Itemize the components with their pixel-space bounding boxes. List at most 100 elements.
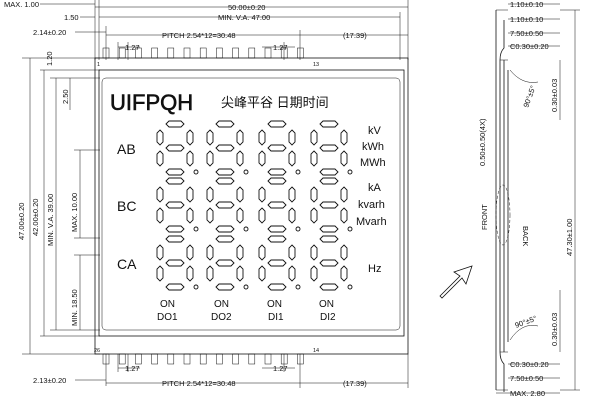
decimal-point [347,226,353,232]
status-do1: DO1 [157,312,178,323]
digit-segment [215,144,235,152]
digit-segment [215,120,235,128]
digit-segment [156,150,164,167]
lcd-glass [98,69,405,337]
digit-r3-c2 [206,235,249,291]
row-label-ab: AB [117,141,136,157]
left-dimensions: 47.00±0.20 42.00±0.20 MIN. V.A. 39.00 1.… [17,51,100,355]
digit-segment [165,144,185,152]
digit-segment [156,207,164,224]
decimal-point [295,169,301,175]
direction-arrow-icon [439,265,473,299]
digit-segment [310,150,318,167]
pin-26-label: 26 [94,348,100,354]
digit-segment [288,186,296,203]
pin-bottom [167,353,175,365]
pin-bottom [232,353,239,365]
digit-segment [267,225,287,233]
digit-segment [319,235,339,243]
pin-top [118,47,126,59]
digit-segment [310,129,318,146]
digit-segment [215,283,235,291]
digit-segment [206,265,214,282]
side-top-1: 1.10±0.10 [510,0,543,9]
side-bot-3: MAX. 2.80 [510,389,545,398]
pin-top [167,47,175,59]
pin-top [280,47,288,59]
top-dimensions: MAX. 1.00 50.00±0.20 1.50 MIN. V.A. 47.0… [4,0,409,60]
digit-r1-c3 [258,120,301,176]
digit-r1-c1 [156,120,199,176]
digit-segment [165,259,185,267]
side-ellipse [495,184,511,246]
dim-max-10: MAX. 10.00 [70,193,79,232]
digit-segment [236,186,244,203]
pin-bottom [216,353,223,365]
pin-top [297,47,304,59]
digit-r3-c3 [258,235,301,291]
digit-segment [215,225,235,233]
decimal-point [243,284,249,290]
digit-segment [319,201,339,209]
pin-top [248,47,256,59]
digit-segment [340,265,348,282]
pin-top [216,47,223,59]
dim-pitch-top: PITCH 2.54*12=30.48 [162,31,236,40]
status-on-3: ON [267,299,282,310]
side-top-3: 7.50±0.50 [510,29,543,38]
digit-segment [310,207,318,224]
digit-segment [186,207,194,224]
dim-left-1-20: 1.20 [45,51,54,66]
pin-bottom [199,353,207,365]
seven-segment-digits [156,120,353,291]
brand-text: UIFPQH [110,90,193,115]
pin-top [264,47,272,59]
digit-segment [186,265,194,282]
digit-segment [215,168,235,176]
decimal-point [295,226,301,232]
digit-segment [267,235,287,243]
pin-14-label: 14 [313,348,319,354]
digit-segment [165,168,185,176]
digit-r1-c2 [206,120,249,176]
dim-pin-gap-bottom-right: 1.27 [273,364,288,373]
digit-segment [206,129,214,146]
pin-top [102,47,110,59]
digit-segment [165,225,185,233]
dim-right-gap-bottom: (17.39) [343,379,367,388]
digit-segment [206,207,214,224]
dim-min-va-height: MIN. V.A. 39.00 [46,194,55,246]
label-back: BACK [521,226,530,246]
dim-pin-gap-top-right: 1.27 [273,43,288,52]
side-right-mid: 47.30±1.00 [565,219,574,256]
dim-left-2-50: 2.50 [61,89,70,104]
digit-segment [165,120,185,128]
digit-segment [215,235,235,243]
side-top-2: 1.10±0.10 [510,15,543,24]
digit-segment [340,129,348,146]
digit-segment [156,186,164,203]
dim-offset-top: 2.14±0.20 [33,28,66,37]
side-top-4: C0.30±0.20 [510,42,549,51]
digit-segment [267,283,287,291]
digit-segment [186,244,194,261]
digit-segment [236,150,244,167]
digit-r2-c1 [156,177,199,233]
pin-bottom [264,353,272,365]
digit-segment [165,201,185,209]
status-on-1: ON [160,299,175,310]
digit-segment [319,259,339,267]
side-angle-bottom: 90°±5° [514,314,538,330]
digit-segment [186,186,194,203]
digit-r2-c4 [310,177,353,233]
pins-bottom [102,353,304,365]
digit-segment [258,207,266,224]
dim-max-top: MAX. 1.00 [4,0,39,9]
pin-top [183,47,191,59]
side-right-bottom: 0.30±0.03 [550,313,559,346]
digit-segment [288,207,296,224]
digit-segment [206,186,214,203]
digit-segment [288,265,296,282]
pin-1-label: 1 [97,62,100,68]
